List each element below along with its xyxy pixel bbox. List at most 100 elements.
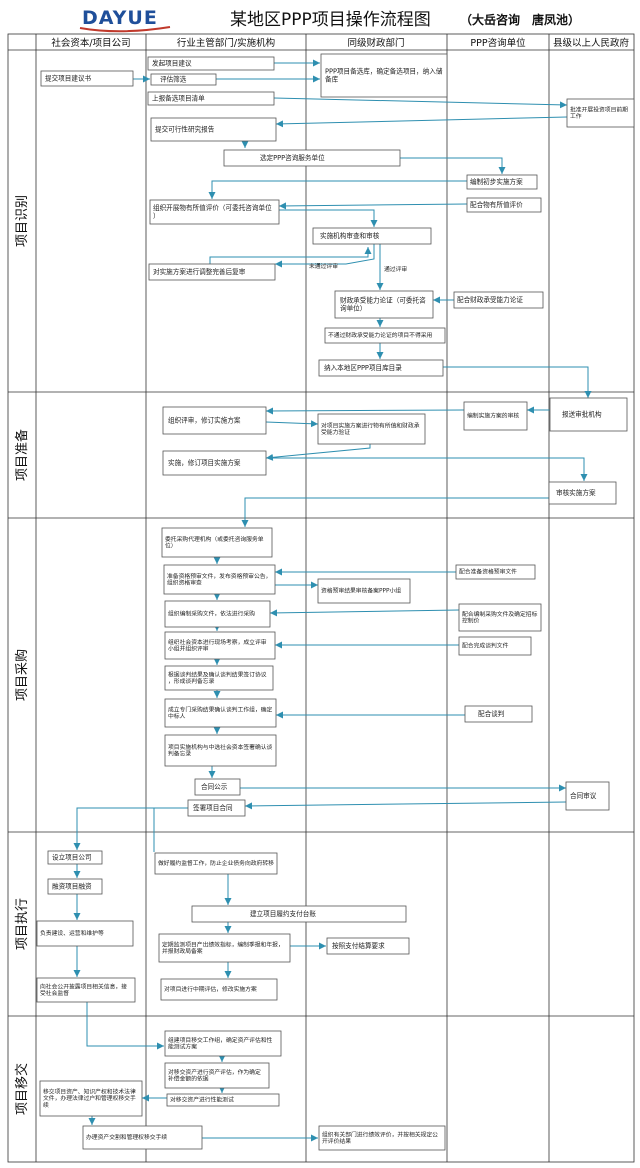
box-b48: 对项目进行中期评估，修改实施方案 [160, 978, 278, 1001]
svg-text:提交可行性研究报告: 提交可行性研究报告 [155, 124, 215, 133]
box-b39: 合同审议 [565, 781, 610, 811]
svg-text:资格预审结果审核备案PPP小组: 资格预审结果审核备案PPP小组 [321, 587, 401, 595]
svg-text:实施，修订项目实施方案: 实施，修订项目实施方案 [168, 458, 241, 467]
phase-preparation: 项目准备 [14, 429, 30, 481]
svg-text:PPP项目备选库，确定备选项目，纳入储备库: PPP项目备选库，确定备选项目，纳入储备库 [325, 67, 443, 84]
box-b37: 项目实施机构与中选社会资本签署确认谈判备忘录 [164, 734, 277, 767]
box-b40: 签署项目合同 [187, 799, 246, 817]
box-b27: 准备资格预审文件，发布资格预审公告，组织资格审查 [163, 564, 276, 595]
box-b20: 组织评审，修订实施方案 [162, 406, 267, 435]
box-b44: 做好履约监督工作，防止企业债务向政府转移 [154, 852, 278, 875]
box-b04: 评估筛选 [150, 73, 217, 86]
box-b02: PPP项目备选库，确定备选项目，纳入储备库 [320, 53, 448, 98]
header: DAYUE 某地区PPP项目操作流程图 （大岳咨询 唐凤池） [79, 7, 580, 33]
svg-text:签署项目合同: 签署项目合同 [193, 803, 233, 812]
svg-text:对移交资产进行资产评估，作为确定补偿金额的依据: 对移交资产进行资产评估，作为确定补偿金额的依据 [168, 1068, 261, 1083]
svg-text:对移交资产进行性能测试: 对移交资产进行性能测试 [170, 1096, 234, 1104]
box-b50: 组建项目移交工作组，确定资产评估和性能测试方案 [164, 1030, 282, 1057]
svg-text:编制实施方案的审核: 编制实施方案的审核 [467, 412, 519, 420]
box-b03: 提交项目建议书 [40, 70, 134, 87]
box-b45: 建立项目履约支付台账 [191, 905, 407, 923]
svg-text:对项目实施方案进行物有所值和财政承受能力验证: 对项目实施方案进行物有所值和财政承受能力验证 [321, 421, 420, 436]
box-b31: 配合编制采购文件及确定招标控制价 [458, 603, 542, 632]
page-subtitle: （大岳咨询 唐凤池） [460, 12, 580, 27]
svg-text:评估筛选: 评估筛选 [160, 74, 187, 83]
column-header-implementing-agency: 行业主管部门/实施机构 [177, 37, 275, 49]
box-b18: 不通过财政承受能力论证的项目不得采用 [324, 327, 446, 344]
svg-text:通过评审: 通过评审 [384, 265, 407, 273]
svg-text:成立专门采购结果确认谈判工作组，确定中标人: 成立专门采购结果确认谈判工作组，确定中标人 [168, 705, 273, 720]
svg-text:配合准备资格预审文件: 配合准备资格预审文件 [459, 568, 517, 576]
svg-text:合同审议: 合同审议 [570, 791, 597, 800]
box-b29: 资格预审结果审核备案PPP小组 [317, 578, 411, 604]
svg-text:报送审批机构: 报送审批机构 [562, 409, 602, 418]
phase-identification: 项目识别 [15, 195, 30, 247]
svg-text:配合完成谈判文件: 配合完成谈判文件 [462, 642, 509, 650]
svg-text:审核实施方案: 审核实施方案 [556, 488, 596, 497]
box-b22: 报送审批机构 [549, 397, 628, 432]
box-b33: 配合完成谈判文件 [458, 636, 532, 656]
logo-text: DAYUE [82, 7, 158, 29]
box-b09: 编制初步实施方案 [466, 174, 538, 190]
box-b51: 对移交资产进行资产评估，作为确定补偿金额的依据 [164, 1062, 270, 1089]
svg-text:实施机构审查和审核: 实施机构审查和审核 [320, 231, 380, 240]
box-b55: 组织有关部门进行绩效评价，并按相关规定公开评价结果 [318, 1125, 446, 1151]
svg-text:纳入本地区PPP项目库目录: 纳入本地区PPP项目库目录 [324, 363, 402, 372]
box-b25: 审核实施方案 [548, 481, 617, 505]
svg-text:组织开展物有所值评价（可委托咨询单位）: 组织开展物有所值评价（可委托咨询单位） [153, 203, 272, 220]
box-b49: 向社会公开披露项目相关信息，接受社会监督 [36, 977, 136, 1003]
svg-text:融资项目融资: 融资项目融资 [52, 881, 92, 890]
column-headers: 社会资本/项目公司 行业主管部门/实施机构 同级财政部门 PPP咨询单位 县级以… [51, 37, 629, 49]
box-b46: 定期监测项目产出绩效指标，编制季报和年报，并报财政局备案 [158, 933, 291, 963]
svg-text:项目实施机构与中选社会资本签署确认谈判备忘录: 项目实施机构与中选社会资本签署确认谈判备忘录 [168, 743, 273, 758]
svg-text:负责建设、运营和维护等: 负责建设、运营和维护等 [40, 929, 104, 937]
label-b13: 未通过评审 [309, 262, 338, 270]
column-header-consultant: PPP咨询单位 [470, 37, 526, 49]
phase-labels: 项目识别 项目准备 项目采购 项目执行 项目移交 [14, 195, 30, 1115]
box-b43: 负责建设、运营和维护等 [36, 920, 134, 947]
column-header-finance-dept: 同级财政部门 [347, 37, 404, 49]
box-b34: 根据谈判结果及确认谈判结果签订协议，形成谈判备忘录 [164, 665, 274, 691]
svg-text:编制初步实施方案: 编制初步实施方案 [470, 177, 523, 186]
column-header-government: 县级以上人民政府 [553, 37, 630, 49]
box-b32: 组织社会资本进行现场考察，成立评审小组并组织评审 [164, 631, 276, 660]
svg-text:提交项目建议书: 提交项目建议书 [45, 73, 92, 82]
logo: DAYUE [79, 7, 171, 33]
svg-text:组织编制采购文件，依法进行采购: 组织编制采购文件，依法进行采购 [168, 610, 255, 618]
svg-text:定期监测项目产出绩效指标，编制季报和年报，并报财政局备案: 定期监测项目产出绩效指标，编制季报和年报，并报财政局备案 [162, 940, 284, 955]
svg-text:按照支付结算要求: 按照支付结算要求 [332, 941, 385, 950]
svg-text:建立项目履约支付台账: 建立项目履约支付台账 [250, 909, 316, 918]
svg-text:组织有关部门进行绩效评价，并按相关规定公开评价结果: 组织有关部门进行绩效评价，并按相关规定公开评价结果 [322, 1130, 438, 1145]
box-b16: 财政承受能力论证（可委托咨询单位） [334, 290, 434, 319]
svg-text:财政承受能力论证（可委托咨询单位）: 财政承受能力论证（可委托咨询单位） [340, 296, 426, 313]
box-b30: 组织编制采购文件，依法进行采购 [164, 600, 271, 628]
box-b28: 配合准备资格预审文件 [455, 564, 536, 580]
box-b47: 按照支付结算要求 [326, 937, 410, 955]
svg-text:配合谈判: 配合谈判 [478, 709, 505, 718]
box-b53: 移交项目资产、知识产权和技术法律文件，办理法律过户和管理权移交手续 [39, 1080, 143, 1117]
box-b12: 实施机构审查和审核 [312, 227, 432, 245]
svg-text:组织评审，修订实施方案: 组织评审，修订实施方案 [168, 415, 241, 424]
svg-text:对项目进行中期评估，修改实施方案: 对项目进行中期评估，修改实施方案 [164, 985, 257, 993]
box-b17: 配合财政承受能力论证 [453, 291, 544, 309]
svg-text:对实施方案进行调整完善后复审: 对实施方案进行调整完善后复审 [153, 267, 246, 276]
svg-text:组建项目移交工作组，确定资产评估和性能测试方案: 组建项目移交工作组，确定资产评估和性能测试方案 [168, 1036, 273, 1051]
box-b41: 设立项目公司 [47, 850, 103, 865]
phase-transfer: 项目移交 [14, 1063, 30, 1115]
box-b52: 对移交资产进行性能测试 [166, 1093, 280, 1107]
column-header-social-capital: 社会资本/项目公司 [51, 37, 130, 49]
box-b38: 合同公示 [194, 778, 241, 796]
svg-text:委托采购代理机构（或委托咨询服务单位）: 委托采购代理机构（或委托咨询服务单位） [165, 535, 264, 550]
label-b15: 通过评审 [384, 265, 407, 273]
svg-text:配合物有所值评价: 配合物有所值评价 [470, 200, 523, 209]
box-b36: 配合谈判 [464, 705, 533, 723]
svg-text:根据谈判结果及确认谈判结果签订协议，形成谈判备忘录: 根据谈判结果及确认谈判结果签订协议，形成谈判备忘录 [168, 670, 267, 685]
svg-text:批准开展投资项目前期工作: 批准开展投资项目前期工作 [570, 105, 628, 120]
box-b01: 发起项目建议 [147, 56, 275, 71]
box-b23: 对项目实施方案进行物有所值和财政承受能力验证 [317, 413, 426, 445]
svg-text:合同公示: 合同公示 [201, 782, 228, 791]
svg-text:办理资产交割和管理权移交手续: 办理资产交割和管理权移交手续 [86, 1133, 167, 1141]
box-b10: 组织开展物有所值评价（可委托咨询单位） [149, 199, 280, 225]
svg-text:不通过财政承受能力论证的项目不得采用: 不通过财政承受能力论证的项目不得采用 [328, 331, 433, 339]
